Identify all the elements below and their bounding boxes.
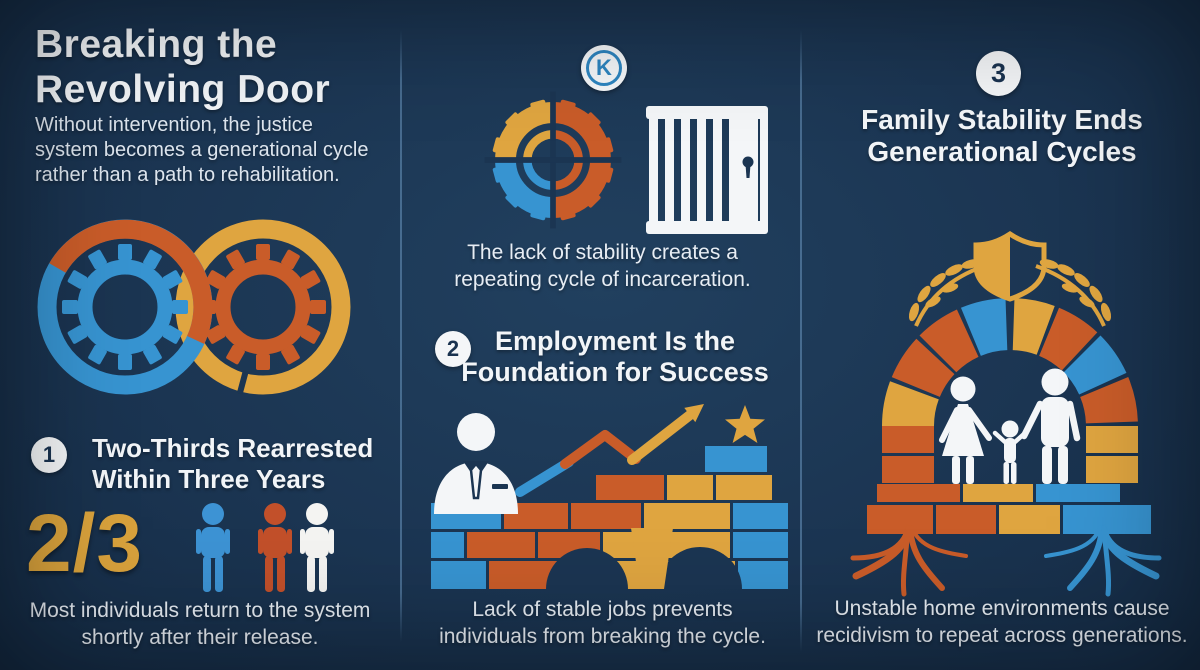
- right-caption: Unstable home environments cause recidiv…: [812, 595, 1192, 649]
- brick-arch-icon: [881, 298, 1138, 483]
- stat-heading-2: Employment Is the Foundation for Success: [430, 326, 800, 388]
- page-title: Breaking the Revolving Door: [35, 22, 330, 112]
- stat-heading-3-line2: Generational Cycles: [867, 136, 1137, 167]
- middle-caption-1-line1: The lack of stability creates a: [467, 241, 738, 264]
- stat-badge-2-number: 2: [446, 336, 460, 361]
- left-caption-line1: Most individuals return to the system: [29, 599, 371, 622]
- brick-wall-arches-icon: [431, 446, 788, 589]
- column-divider-right: [800, 30, 802, 652]
- k-logo-letter: K: [596, 55, 612, 80]
- stat-heading-2-line1: Employment Is the: [494, 326, 736, 356]
- right-caption-line1: Unstable home environments cause: [834, 597, 1170, 620]
- page-subtitle: Without intervention, the justice system…: [35, 113, 369, 188]
- gear-blue: [62, 244, 188, 370]
- stat-heading-2-line2: Foundation for Success: [461, 357, 769, 387]
- middle-caption-1-line2: repeating cycle of incarceration.: [454, 268, 751, 291]
- column-divider-left: [400, 30, 402, 642]
- foundation-bricks: [867, 484, 1151, 534]
- family-icon: [939, 368, 1081, 484]
- page-subtitle-line3: rather than a path to rehabilitation.: [35, 164, 340, 186]
- middle-caption-2-line1: Lack of stable jobs prevents: [472, 598, 733, 621]
- stat-badge-3: 3: [976, 51, 1021, 96]
- middle-caption-1: The lack of stability creates a repeatin…: [415, 239, 790, 293]
- roots-icon: [850, 524, 1162, 597]
- k-logo-ring: [586, 50, 622, 86]
- stat-badge-2: 2: [435, 331, 471, 367]
- mother-figure: [939, 376, 992, 484]
- person-icon-white: [300, 503, 334, 592]
- two-thirds-figure: 2/3: [26, 498, 143, 589]
- father-figure: [1020, 368, 1081, 484]
- page-subtitle-line1: Without intervention, the justice: [35, 114, 313, 136]
- page-subtitle-line2: system becomes a generational cycle: [35, 139, 369, 161]
- keyhole-icon: [742, 156, 754, 178]
- jail-bars-icon: [646, 106, 768, 234]
- gear-quadrant-icon: [484, 91, 622, 229]
- page-title-line1: Breaking the: [35, 23, 278, 66]
- businessman-icon: [434, 413, 518, 514]
- stat-badge-1-number: 1: [42, 442, 56, 467]
- stat-heading-1: Two-Thirds Rearrested Within Three Years: [92, 433, 373, 495]
- person-icon-orange: [258, 503, 292, 592]
- stat-heading-3-line1: Family Stability Ends: [861, 104, 1143, 135]
- stat-heading-3: Family Stability Ends Generational Cycle…: [812, 104, 1192, 168]
- child-figure: [992, 420, 1028, 484]
- middle-caption-2: Lack of stable jobs prevents individuals…: [415, 596, 790, 650]
- left-caption: Most individuals return to the system sh…: [0, 597, 400, 651]
- person-group-icon: [196, 503, 334, 592]
- person-icon-blue: [196, 503, 230, 592]
- star-icon: [725, 405, 765, 443]
- stat-heading-1-line2: Within Three Years: [92, 464, 326, 494]
- stat-heading-1-line1: Two-Thirds Rearrested: [92, 433, 374, 463]
- family-stability-graphic: [850, 230, 1162, 597]
- gear-orange: [200, 244, 326, 370]
- k-logo: K: [581, 45, 627, 91]
- middle-caption-2-line2: individuals from breaking the cycle.: [439, 625, 766, 648]
- page-title-line2: Revolving Door: [35, 68, 331, 111]
- left-caption-line2: shortly after their release.: [81, 626, 319, 649]
- right-caption-line2: recidivism to repeat across generations.: [816, 624, 1188, 647]
- stat-badge-1: 1: [31, 437, 67, 473]
- shield-icon: [973, 230, 1047, 302]
- employment-graphic: [431, 404, 788, 589]
- growth-arrow-icon: [515, 404, 704, 497]
- stat-badge-3-number: 3: [990, 58, 1007, 88]
- infinity-gears-icon: [37, 219, 351, 395]
